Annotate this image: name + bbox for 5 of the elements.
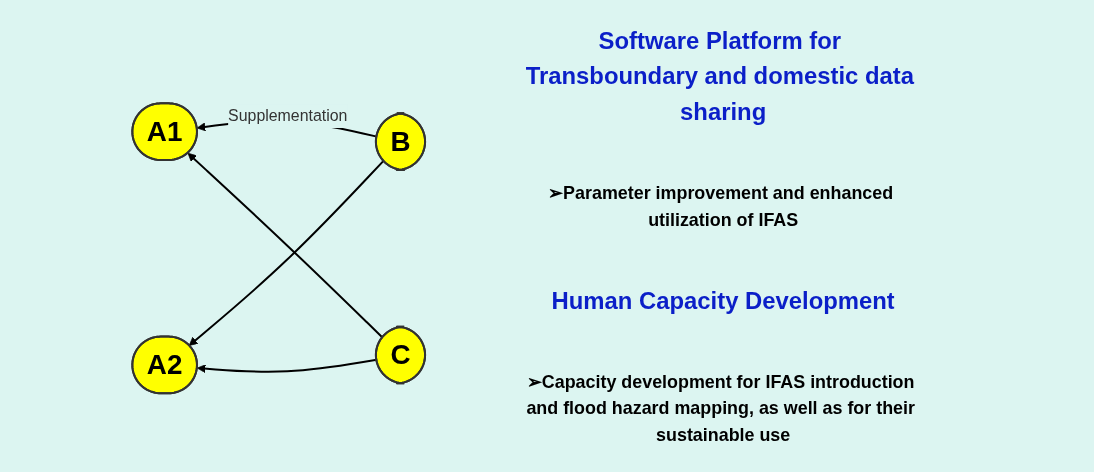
edge-label: Supplementation	[228, 107, 348, 125]
node-label: Human Capacity Development	[551, 287, 895, 314]
node-label: ➢Capacity development for IFAS introduction and flood hazard mapping, as well as for their sustainable use	[526, 371, 915, 446]
node-label: Software Platform for Transboundary and domestic data sharing	[525, 26, 914, 126]
node-label: ➢Parameter improvement and enhanced utilization of IFAS	[548, 182, 894, 230]
